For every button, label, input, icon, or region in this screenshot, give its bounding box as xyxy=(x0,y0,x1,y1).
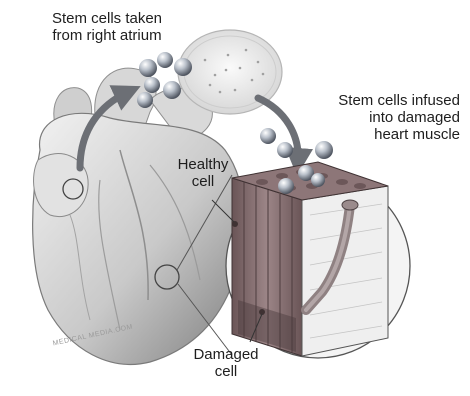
label-healthy-cell: Healthy cell xyxy=(168,156,238,190)
label-taken-line1: Stem cells taken xyxy=(22,10,192,27)
label-stem-cells-infused: Stem cells infused into damaged heart mu… xyxy=(300,92,460,143)
stem-cell xyxy=(163,81,181,99)
stem-cell xyxy=(139,59,157,77)
stem-cell xyxy=(315,141,333,159)
stem-cell xyxy=(137,92,153,108)
stem-cell xyxy=(157,52,173,68)
stem-cell xyxy=(260,128,276,144)
label-damaged-cell: Damaged cell xyxy=(186,346,266,380)
heart xyxy=(33,68,245,364)
label-stem-cells-taken: Stem cells taken from right atrium xyxy=(22,10,192,44)
stem-cell xyxy=(174,58,192,76)
stem-cell xyxy=(277,142,293,158)
label-infused-line3: heart muscle xyxy=(300,126,460,143)
healthy-cell-pointer xyxy=(232,221,238,227)
stem-cell xyxy=(278,178,294,194)
tissue-magnified xyxy=(212,162,410,358)
label-healthy-line1: Healthy xyxy=(168,156,238,173)
label-infused-line2: into damaged xyxy=(300,109,460,126)
stem-cell xyxy=(144,77,160,93)
label-taken-line2: from right atrium xyxy=(22,27,192,44)
label-infused-line1: Stem cells infused xyxy=(300,92,460,109)
label-healthy-line2: cell xyxy=(168,173,238,190)
stem-cell xyxy=(311,173,325,187)
vessel-opening xyxy=(342,200,358,210)
heart-body xyxy=(33,113,245,364)
label-damaged-line1: Damaged xyxy=(186,346,266,363)
label-damaged-line2: cell xyxy=(186,363,266,380)
